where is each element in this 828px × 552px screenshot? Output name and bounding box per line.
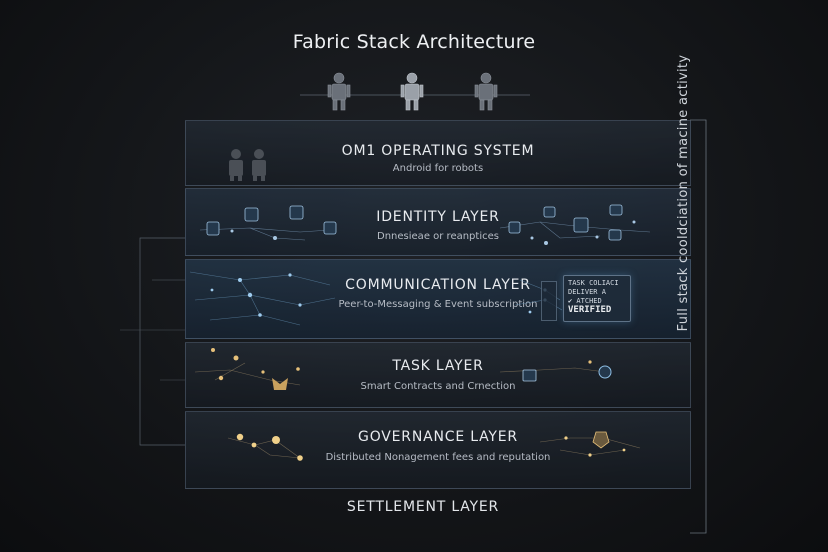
layer-stack: OM1 OPERATING SYSTEM Android for robots … — [185, 120, 691, 532]
layer-title: IDENTITY LAYER — [186, 209, 690, 225]
robot-icon — [401, 73, 423, 110]
layer-subtitle: Dnnesieae or reanptices — [186, 231, 690, 242]
robot-row — [0, 68, 828, 118]
settlement-layer-label: SETTLEMENT LAYER — [185, 499, 661, 515]
task-card-line: DELIVER A — [564, 288, 630, 297]
layer-subtitle: Distributed Nonagement fees and reputati… — [186, 452, 690, 463]
layer-identity: IDENTITY LAYER Dnnesieae or reanptices — [185, 188, 691, 256]
layer-subtitle: Smart Contracts and Crnection — [186, 381, 690, 392]
layer-title: GOVERNANCE LAYER — [186, 429, 690, 445]
layer-title: TASK LAYER — [186, 358, 690, 374]
side-label: Full stack cooldciation of macine activi… — [676, 43, 696, 343]
layer-os: OM1 OPERATING SYSTEM Android for robots — [185, 120, 691, 186]
task-contract-card: TASK COLIACI DELIVER A ✔ ATCHED VERIFIED — [563, 275, 631, 322]
diagram-title: Fabric Stack Architecture — [0, 31, 828, 53]
checklist-icon — [541, 281, 557, 321]
layer-title: OM1 OPERATING SYSTEM — [186, 143, 690, 159]
robot-icon — [328, 73, 350, 110]
layer-subtitle: Android for robots — [186, 163, 690, 174]
robot-icon — [475, 73, 497, 110]
task-card-line: TASK COLIACI — [564, 279, 630, 288]
layer-task: TASK LAYER Smart Contracts and Crnection — [185, 342, 691, 408]
task-card-verified: VERIFIED — [564, 306, 630, 315]
layer-governance: GOVERNANCE LAYER Distributed Nonagement … — [185, 411, 691, 489]
